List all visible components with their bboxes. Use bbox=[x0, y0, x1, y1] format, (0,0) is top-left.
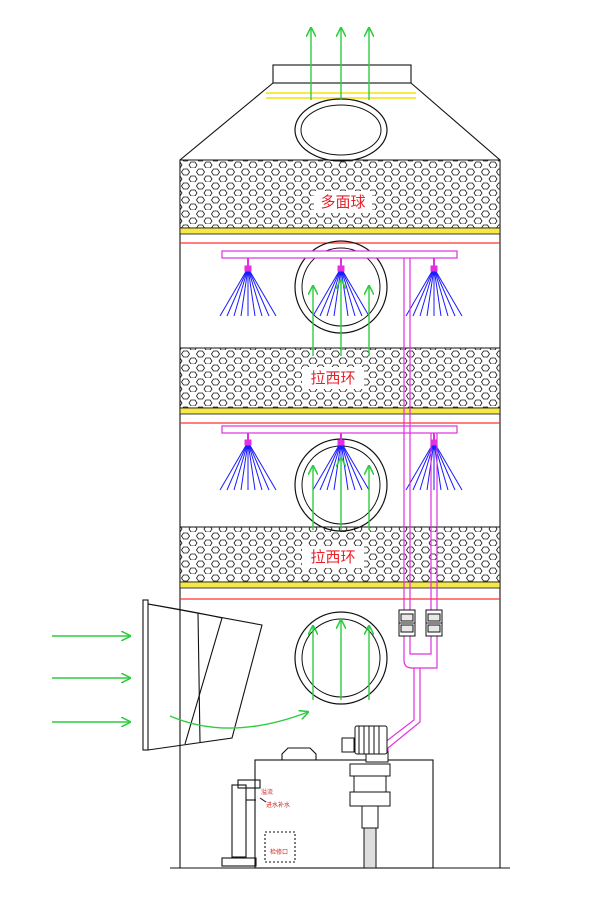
label-tank-overflow: 溢流 bbox=[261, 788, 273, 796]
spray-fan bbox=[219, 265, 277, 317]
circulation-pipes bbox=[379, 258, 438, 752]
flow-arrow-curve bbox=[169, 712, 308, 729]
valve-lower-line[interactable] bbox=[425, 609, 443, 637]
top-outlet-flange bbox=[272, 64, 412, 84]
label-ball-media: 多面球 bbox=[320, 193, 365, 211]
spray-fan bbox=[312, 265, 370, 317]
water-tank bbox=[221, 747, 434, 869]
inlet-duct bbox=[142, 599, 263, 751]
spray-fan bbox=[219, 439, 277, 491]
spray-header-lower bbox=[221, 425, 458, 442]
spray-fan bbox=[405, 265, 463, 317]
spray-fan bbox=[405, 439, 463, 491]
valve-upper-line[interactable] bbox=[398, 609, 416, 637]
label-raschig-lower: 拉西环 bbox=[310, 548, 355, 566]
inspection-hatch[interactable] bbox=[264, 831, 296, 863]
overflow-pipe bbox=[231, 784, 247, 858]
band-2 bbox=[179, 407, 501, 424]
label-raschig-upper: 拉西环 bbox=[310, 369, 355, 387]
circulation-pump[interactable] bbox=[341, 725, 391, 869]
band-1 bbox=[179, 227, 501, 244]
label-tank-inspection: 检修口 bbox=[270, 848, 288, 856]
inlet-flange bbox=[142, 599, 149, 751]
gas-flow-arrows bbox=[52, 28, 369, 729]
spray-header-upper bbox=[221, 250, 458, 268]
label-tank-makeup: 进水补水 bbox=[266, 801, 290, 809]
band-3 bbox=[179, 581, 501, 600]
manhole-top bbox=[294, 98, 388, 162]
labels: 多面球 拉西环 拉西环 溢流 进水补水 检修口 bbox=[261, 191, 372, 856]
